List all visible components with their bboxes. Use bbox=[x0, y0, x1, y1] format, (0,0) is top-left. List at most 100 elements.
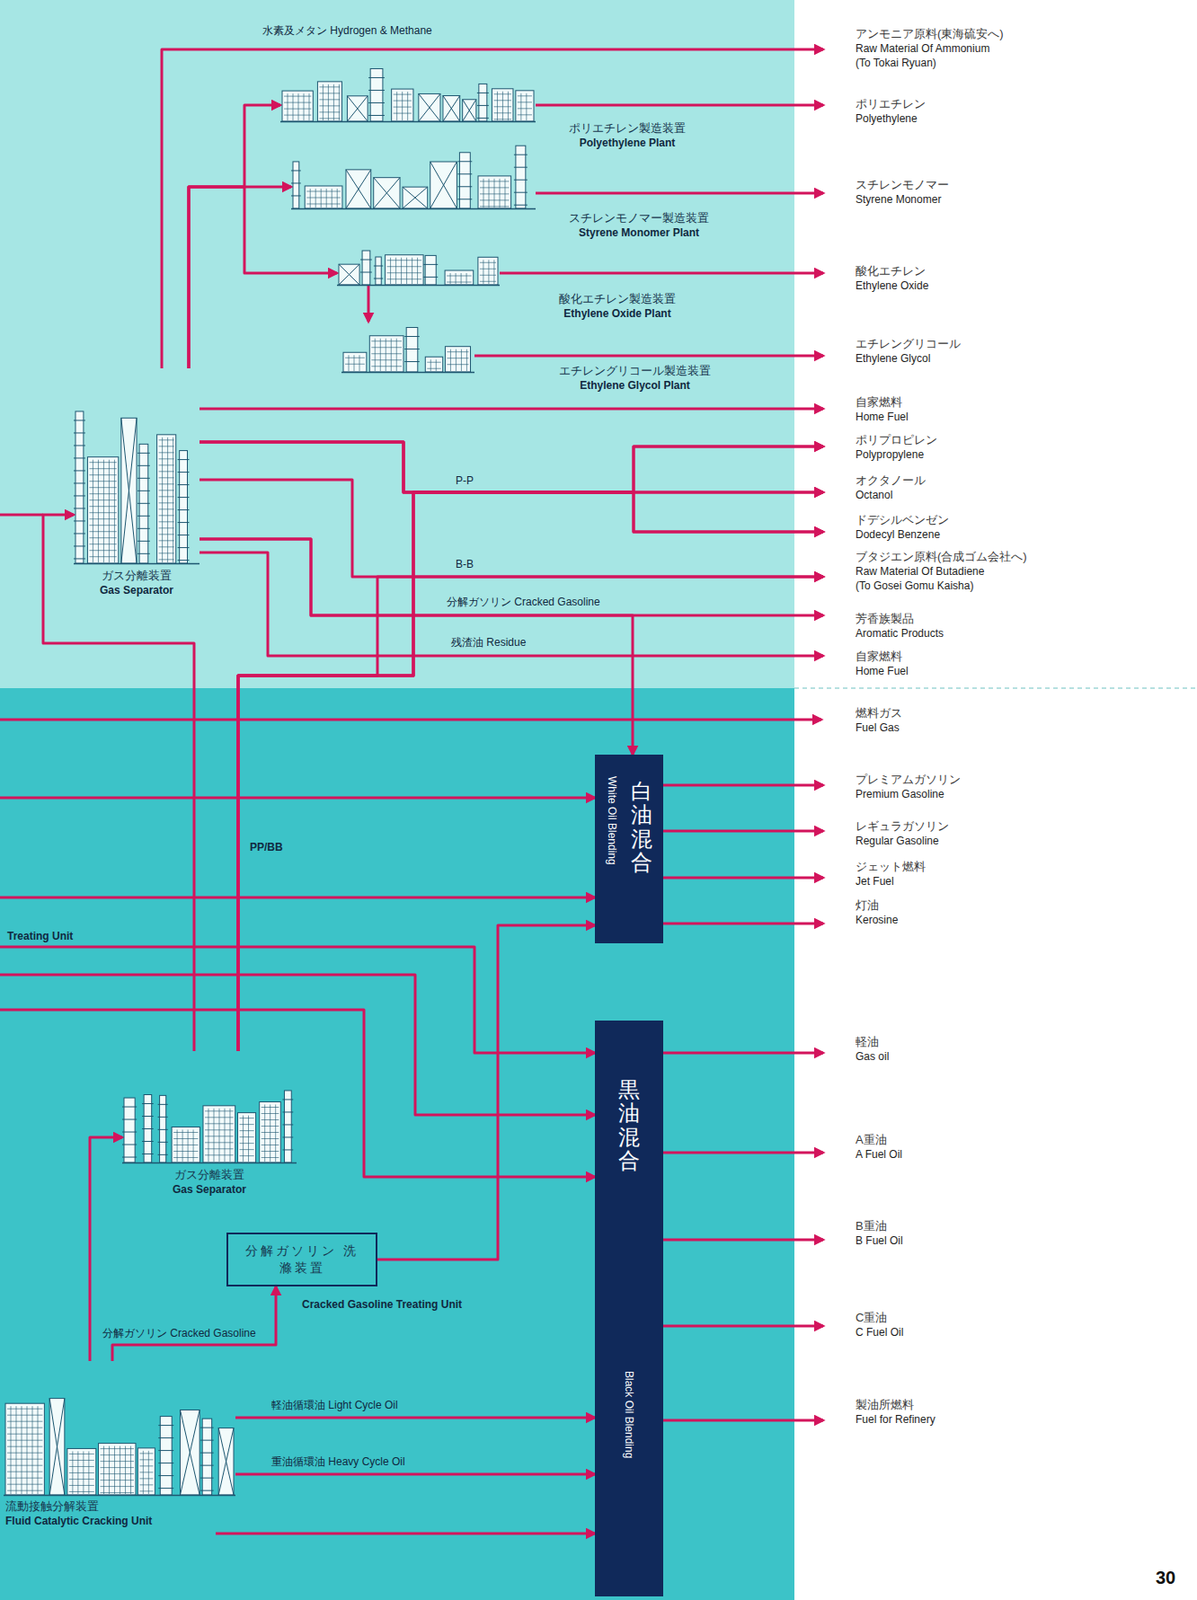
unit-caption: 流動接触分解装置Fluid Catalytic Cracking Unit bbox=[5, 1498, 152, 1529]
product-item: レギュラガソリンRegular Gasoline bbox=[823, 818, 949, 849]
product-name: 芳香族製品 bbox=[855, 611, 944, 627]
product-item: ポリエチレンPolyethylene bbox=[823, 96, 926, 126]
flow-arrow bbox=[161, 49, 824, 369]
product-name: 軽油 bbox=[855, 1034, 889, 1050]
blend-title: 黒油混合 bbox=[618, 1078, 640, 1174]
flow-arrow bbox=[535, 192, 824, 196]
flow-arrow bbox=[367, 285, 371, 322]
flow-arrow bbox=[235, 1473, 595, 1477]
page-number: 30 bbox=[1153, 1570, 1178, 1586]
product-item: 軽油Gas oil bbox=[823, 1034, 889, 1064]
feed-pipe bbox=[0, 514, 44, 517]
unit-caption: ガス分離装置Gas Separator bbox=[172, 1167, 247, 1197]
product-name: 灯油 bbox=[855, 897, 898, 914]
flow-label: 水素及メタン Hydrogen & Methane bbox=[260, 23, 435, 38]
flow-arrow bbox=[188, 105, 281, 369]
flow-arrow bbox=[235, 1417, 595, 1420]
flow-arrow bbox=[663, 1419, 824, 1423]
product-name: レギュラガソリン bbox=[855, 818, 949, 834]
product-name-english: Raw Material Of Ammonium (To Tokai Ryuan… bbox=[855, 41, 1000, 71]
unit-caption: ポリエチレン製造装置Polyethylene Plant bbox=[568, 120, 686, 151]
flow-label: 分解ガソリン Cracked Gasoline bbox=[444, 594, 603, 610]
flow-arrow bbox=[188, 186, 337, 369]
plant-illustration bbox=[73, 368, 200, 565]
unit-caption: ガス分離装置Gas Separator bbox=[99, 567, 174, 598]
unit-name-english: Polyethylene Plant bbox=[568, 135, 686, 151]
flow-arrow bbox=[663, 1152, 824, 1155]
flow-arrow bbox=[238, 576, 824, 1052]
plant-unit: エチレングリコール製造装置Ethylene Glycol Plant bbox=[341, 321, 475, 373]
flow-label: Treating Unit bbox=[5, 929, 75, 944]
product-name: 酸化エチレン bbox=[855, 263, 929, 279]
flow-arrow bbox=[199, 479, 824, 577]
plant-illustration bbox=[291, 145, 536, 210]
flow-arrow bbox=[188, 186, 292, 369]
unit-name: 酸化エチレン製造装置 bbox=[558, 291, 676, 307]
product-item: プレミアムガソリンPremium Gasoline bbox=[823, 771, 961, 802]
flow-label: P-P bbox=[453, 473, 476, 488]
flow-arrow bbox=[112, 1286, 276, 1362]
flow-arrow bbox=[199, 407, 824, 411]
product-name: 自家燃料 bbox=[855, 394, 909, 410]
plant-drawing bbox=[3, 1399, 236, 1497]
unit-name-english: Fluid Catalytic Cracking Unit bbox=[5, 1514, 152, 1529]
flow-label: 分解ガソリン Cracked Gasoline bbox=[100, 1326, 258, 1341]
flow-arrow bbox=[663, 1052, 824, 1056]
product-item: A重油A Fuel Oil bbox=[823, 1132, 903, 1162]
product-name: A重油 bbox=[855, 1132, 903, 1148]
unit-name-english: Gas Separator bbox=[172, 1182, 247, 1197]
product-item: 自家燃料Home Fuel bbox=[823, 394, 909, 425]
product-name-english: Jet Fuel bbox=[855, 874, 926, 889]
flow-arrow bbox=[474, 354, 824, 358]
plant-drawing bbox=[280, 68, 536, 122]
feed-line bbox=[0, 797, 595, 800]
product-item: C重油C Fuel Oil bbox=[823, 1310, 904, 1340]
product-name-english: C Fuel Oil bbox=[855, 1325, 904, 1340]
product-item: 灯油Kerosine bbox=[823, 897, 898, 928]
product-name: スチレンモノマー bbox=[855, 177, 949, 193]
unit-name-english: Ethylene Oxide Plant bbox=[558, 306, 676, 321]
flow-arrow bbox=[499, 272, 824, 275]
product-name-english: Regular Gasoline bbox=[855, 833, 949, 849]
plant-unit: 流動接触分解装置Fluid Catalytic Cracking Unit bbox=[3, 1361, 236, 1497]
product-name-english: Aromatic Products bbox=[855, 626, 944, 641]
product-item: ポリプロピレンPolypropylene bbox=[823, 432, 938, 462]
flow-arrow bbox=[663, 830, 824, 834]
product-name: C重油 bbox=[855, 1310, 904, 1326]
plant-unit: ガス分離装置Gas Separator bbox=[122, 1051, 297, 1164]
feed-line bbox=[215, 1533, 595, 1536]
product-name: ジェット燃料 bbox=[855, 859, 926, 875]
plant-illustration bbox=[122, 1051, 297, 1164]
product-item: ドデシルベンゼンDodecyl Benzene bbox=[823, 512, 949, 542]
flow-arrow bbox=[199, 552, 824, 657]
flow-label: 残渣油 Residue bbox=[449, 635, 528, 650]
unit-name: スチレンモノマー製造装置 bbox=[568, 210, 710, 226]
flow-label: 重油循環油 Heavy Cycle Oil bbox=[269, 1454, 408, 1470]
flow-arrow bbox=[43, 514, 195, 1052]
unit-caption: 酸化エチレン製造装置Ethylene Oxide Plant bbox=[558, 291, 676, 321]
product-name-english: Polyethylene bbox=[855, 111, 926, 126]
blending-box: 黒油混合Black Oil Blending bbox=[594, 1020, 664, 1597]
product-name-english: A Fuel Oil bbox=[855, 1147, 903, 1162]
product-name: アンモニア原料(東海硫安へ) bbox=[855, 26, 1004, 42]
plant-illustration bbox=[336, 239, 500, 286]
product-item: 芳香族製品Aromatic Products bbox=[823, 611, 944, 641]
product-name: 燃料ガス bbox=[855, 705, 903, 721]
blend-title-english: White Oil Blending bbox=[605, 776, 619, 866]
product-name-english: Home Fuel bbox=[855, 409, 909, 425]
unit-name: 流動接触分解装置 bbox=[5, 1498, 152, 1515]
flow-arrow bbox=[199, 539, 633, 755]
product-item: 製油所燃料Fuel for Refinery bbox=[823, 1397, 936, 1428]
plant-drawing bbox=[291, 145, 536, 209]
flow-arrow bbox=[663, 877, 824, 880]
plant-illustration bbox=[3, 1361, 236, 1497]
flow-arrow bbox=[238, 446, 824, 1052]
product-name: ドデシルベンゼン bbox=[855, 512, 949, 528]
feed-line bbox=[0, 896, 595, 900]
product-name: 製油所燃料 bbox=[855, 1397, 936, 1413]
product-item: スチレンモノマーStyrene Monomer bbox=[823, 177, 949, 207]
flow-label: B-B bbox=[453, 557, 476, 572]
unit-name: ポリエチレン製造装置 bbox=[568, 120, 686, 136]
plant-illustration bbox=[341, 321, 475, 373]
